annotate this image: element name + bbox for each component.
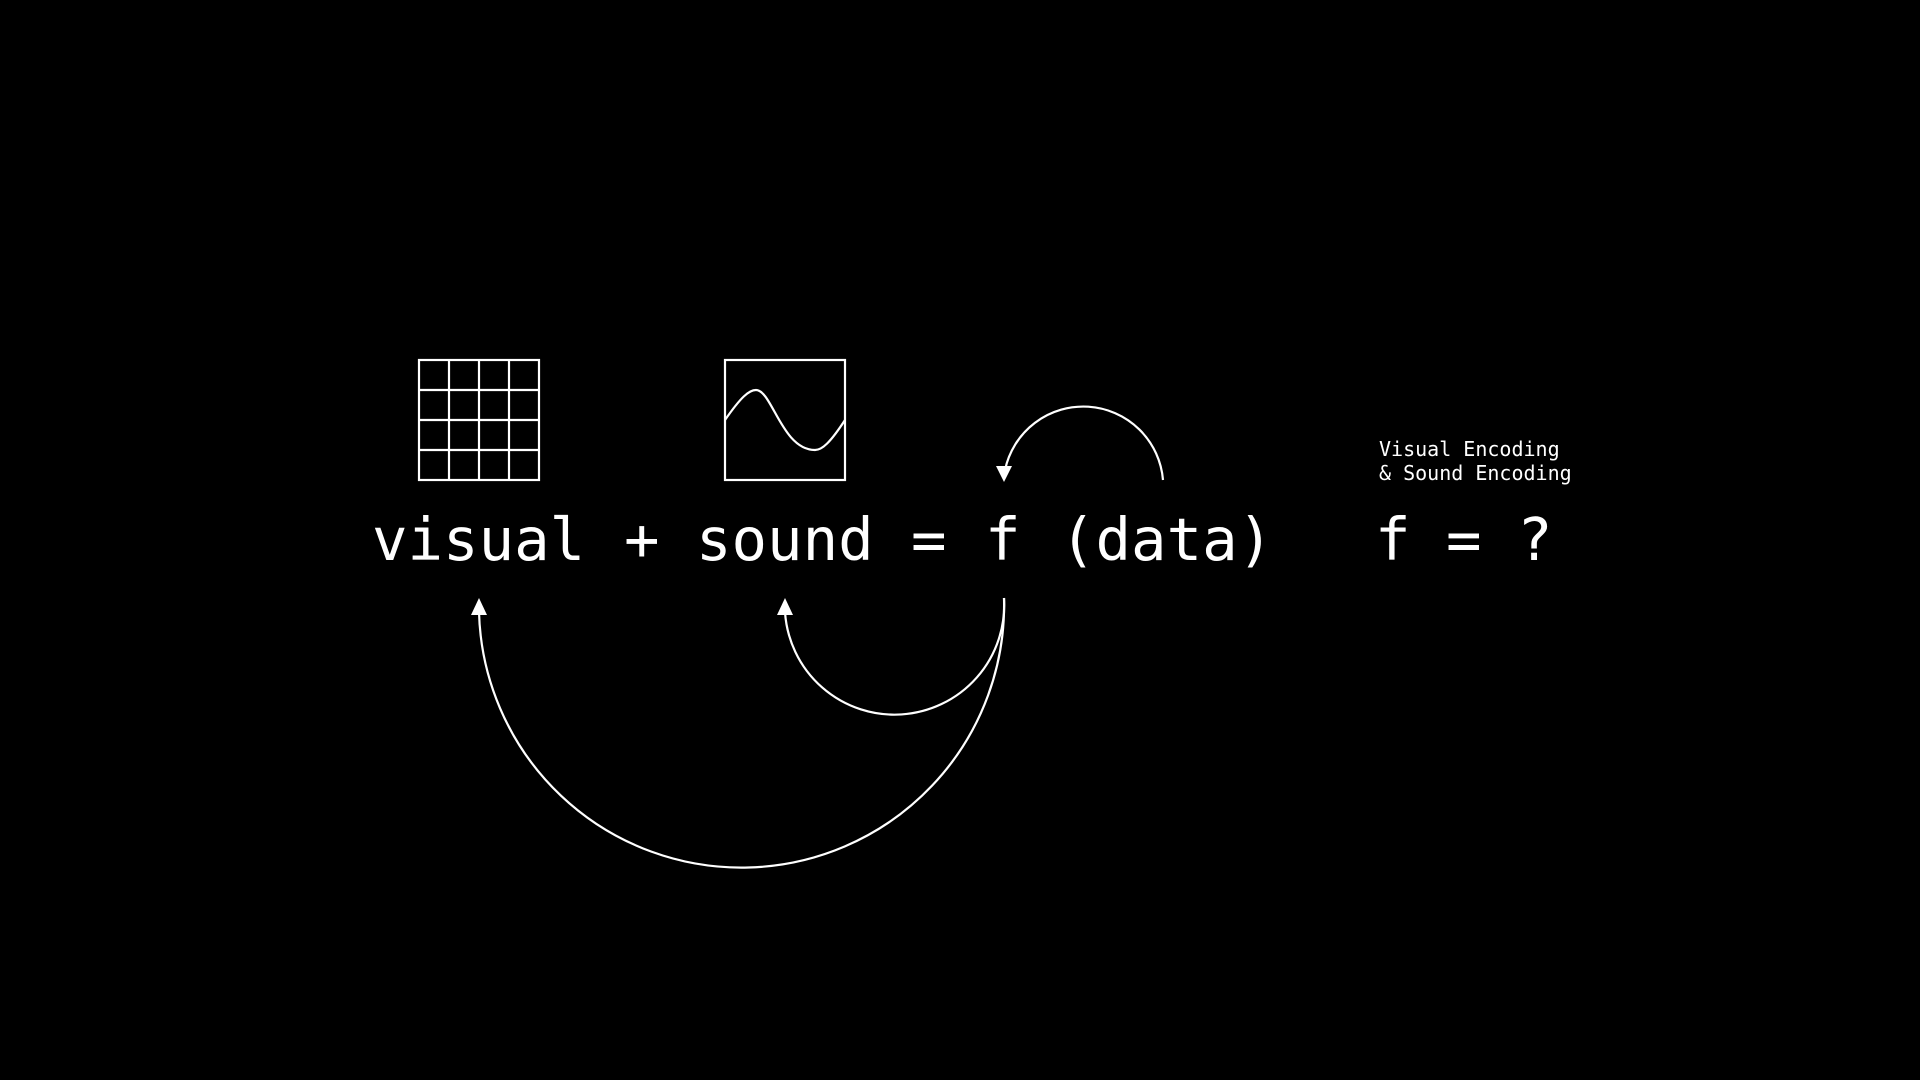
note-line-1: Visual Encoding [1379,437,1560,461]
equation-visual: visual [372,505,585,574]
note-line-2: & Sound Encoding [1379,461,1572,485]
arrow-f-to-sound [777,597,1006,716]
equation-plus: + [624,505,660,574]
grid-icon [417,358,541,482]
loop-arrow-top [996,405,1165,482]
equation-equals: = [911,505,947,574]
arrow-f-to-visual [471,597,1006,869]
equation-data: (data) [1060,505,1273,574]
equation-f: f [985,505,1021,574]
sine-wave-icon [723,358,847,482]
question-f-equals: f = ? [1375,505,1553,574]
equation-sound: sound [696,505,874,574]
